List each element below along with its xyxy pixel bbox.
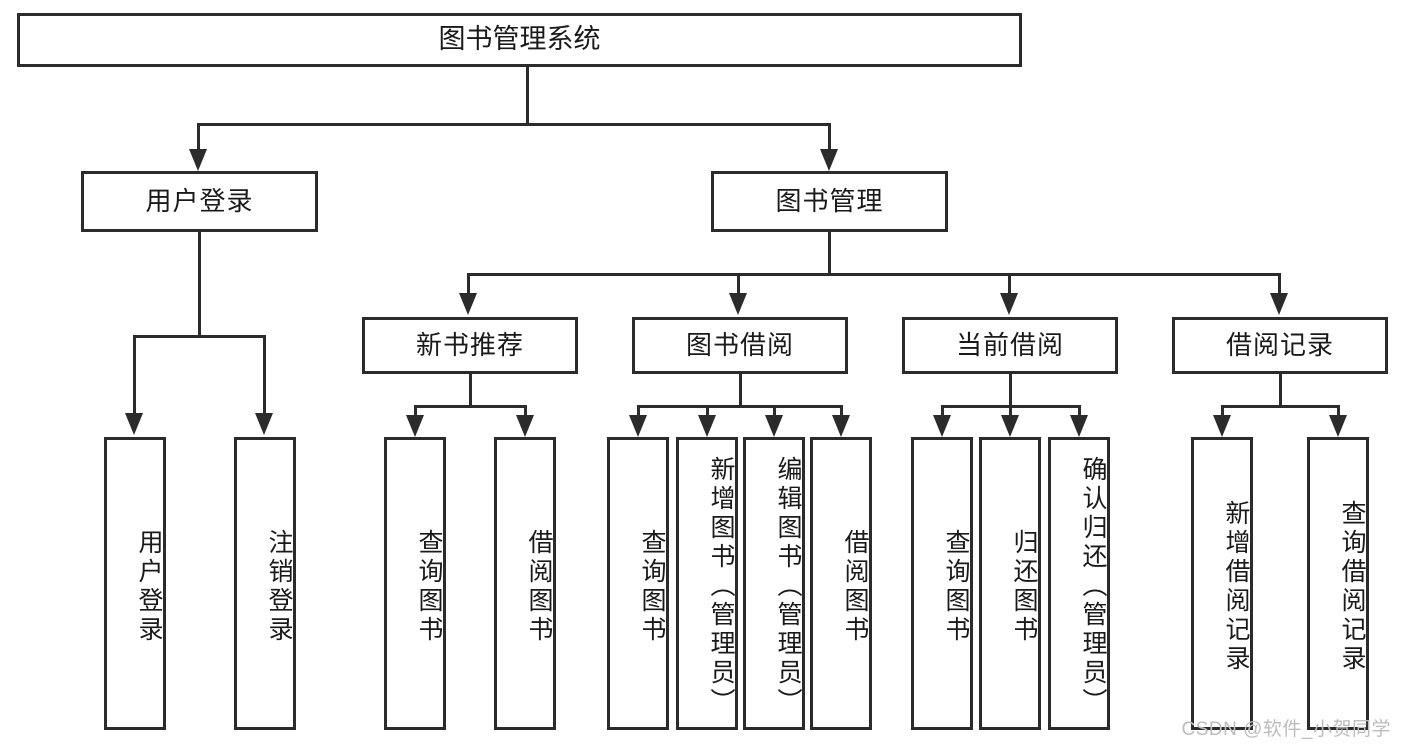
arrowhead-user-login xyxy=(189,149,207,171)
edge-user-login-bus xyxy=(133,335,266,338)
edge-book-management-stem xyxy=(828,232,831,273)
node-label: 图书管理 xyxy=(775,186,884,217)
arrowhead-cb-leaf-2 xyxy=(1001,415,1019,437)
leaf-user-login[interactable]: 用户登录 xyxy=(104,437,166,730)
edge-nbr-drop-2 xyxy=(524,405,527,417)
leaf-nbr-borrow-book[interactable]: 借阅图书 xyxy=(494,437,556,730)
arrowhead-cb-leaf-1 xyxy=(933,415,951,437)
arrowhead-book-borrow xyxy=(729,293,747,315)
node-label: 查询图书 xyxy=(415,528,443,645)
edge-cb-drop-2 xyxy=(1009,405,1012,417)
edge-br-bus xyxy=(1221,405,1340,408)
node-label: 查询图书 xyxy=(638,528,666,645)
node-current-borrow[interactable]: 当前借阅 xyxy=(902,317,1118,374)
node-label: 借阅记录 xyxy=(1225,330,1334,361)
leaf-cb-query-book[interactable]: 查询图书 xyxy=(911,437,973,730)
leaf-cb-return-book[interactable]: 归还图书 xyxy=(979,437,1041,730)
edge-bb-bus xyxy=(637,405,843,408)
arrowhead-br-leaf-2 xyxy=(1329,415,1347,437)
arrowhead-book-management xyxy=(820,149,838,171)
node-label: 注销登录 xyxy=(265,528,293,645)
edge-user-login-stem xyxy=(198,232,201,335)
edge-br-drop-2 xyxy=(1337,405,1340,417)
edge-bb-drop-3 xyxy=(773,405,776,417)
arrowhead-leaf-logout xyxy=(255,413,273,435)
arrowhead-bb-leaf-1 xyxy=(629,415,647,437)
leaf-nbr-query-book[interactable]: 查询图书 xyxy=(384,437,446,730)
edge-bb-drop-1 xyxy=(637,405,640,417)
edge-nbr-stem xyxy=(469,374,472,405)
edge-bb-drop-4 xyxy=(840,405,843,417)
node-label: 归还图书 xyxy=(1010,528,1038,645)
node-label: 图书借阅 xyxy=(685,330,794,361)
edge-root-to-user-login xyxy=(197,123,200,151)
node-label: 借阅图书 xyxy=(525,528,553,645)
arrowhead-br-leaf-1 xyxy=(1213,415,1231,437)
arrowhead-new-book-recommend xyxy=(459,293,477,315)
edge-bb-stem xyxy=(739,374,742,405)
leaf-bb-edit-book-admin[interactable]: 编辑图书（管理员） xyxy=(743,437,805,730)
edge-user-login-drop-2 xyxy=(263,335,266,415)
edge-nbr-bus xyxy=(414,405,527,408)
node-label: 图书管理系统 xyxy=(438,24,601,55)
arrowhead-cb-leaf-3 xyxy=(1070,415,1088,437)
node-label: 查询图书 xyxy=(942,528,970,645)
node-user-login[interactable]: 用户登录 xyxy=(81,171,318,232)
edge-cb-drop-1 xyxy=(941,405,944,417)
node-book-borrow[interactable]: 图书借阅 xyxy=(632,317,848,374)
arrowhead-bb-leaf-3 xyxy=(765,415,783,437)
node-label: 新增借阅记录 xyxy=(1222,499,1250,674)
edge-br-drop-1 xyxy=(1221,405,1224,417)
node-label: 用户登录 xyxy=(135,528,163,645)
leaf-bb-borrow-book[interactable]: 借阅图书 xyxy=(810,437,872,730)
node-label: 用户登录 xyxy=(145,186,254,217)
leaf-cb-confirm-return-admin[interactable]: 确认归还（管理员） xyxy=(1048,437,1110,730)
leaf-br-query-record[interactable]: 查询借阅记录 xyxy=(1307,437,1369,730)
arrowhead-current-borrow xyxy=(1000,293,1018,315)
node-book-management[interactable]: 图书管理 xyxy=(711,171,948,232)
arrowhead-nbr-leaf-1 xyxy=(406,415,424,437)
node-root-book-management-system[interactable]: 图书管理系统 xyxy=(17,13,1022,67)
edge-bm-drop-1 xyxy=(467,273,470,295)
edge-bb-drop-2 xyxy=(706,405,709,417)
node-new-book-recommend[interactable]: 新书推荐 xyxy=(362,317,578,374)
edge-bm-drop-3 xyxy=(1008,273,1011,295)
leaf-br-add-record[interactable]: 新增借阅记录 xyxy=(1191,437,1253,730)
edge-root-to-book-management xyxy=(828,123,831,151)
edge-br-stem xyxy=(1279,374,1282,405)
arrowhead-leaf-user-login xyxy=(125,413,143,435)
node-label: 新书推荐 xyxy=(415,330,524,361)
edge-user-login-drop-1 xyxy=(133,335,136,415)
arrowhead-nbr-leaf-2 xyxy=(516,415,534,437)
node-label: 查询借阅记录 xyxy=(1338,499,1366,674)
leaf-logout[interactable]: 注销登录 xyxy=(234,437,296,730)
node-borrow-record[interactable]: 借阅记录 xyxy=(1172,317,1388,374)
node-label: 借阅图书 xyxy=(841,528,869,645)
leaf-bb-add-book-admin[interactable]: 新增图书（管理员） xyxy=(676,437,738,730)
edge-cb-drop-3 xyxy=(1078,405,1081,417)
arrowhead-bb-leaf-4 xyxy=(832,415,850,437)
edge-cb-stem xyxy=(1009,374,1012,405)
edge-root-bus xyxy=(197,123,830,126)
node-label: 编辑图书（管理员） xyxy=(774,456,802,717)
edge-bm-drop-4 xyxy=(1278,273,1281,295)
edge-root-stem xyxy=(526,67,529,123)
arrowhead-borrow-record xyxy=(1270,293,1288,315)
edge-nbr-drop-1 xyxy=(414,405,417,417)
leaf-bb-query-book[interactable]: 查询图书 xyxy=(607,437,669,730)
node-label: 新增图书（管理员） xyxy=(707,456,735,717)
node-label: 当前借阅 xyxy=(955,330,1064,361)
arrowhead-bb-leaf-2 xyxy=(698,415,716,437)
node-label: 确认归还（管理员） xyxy=(1079,456,1107,717)
edge-book-management-bus xyxy=(467,273,1281,276)
edge-bm-drop-2 xyxy=(737,273,740,295)
